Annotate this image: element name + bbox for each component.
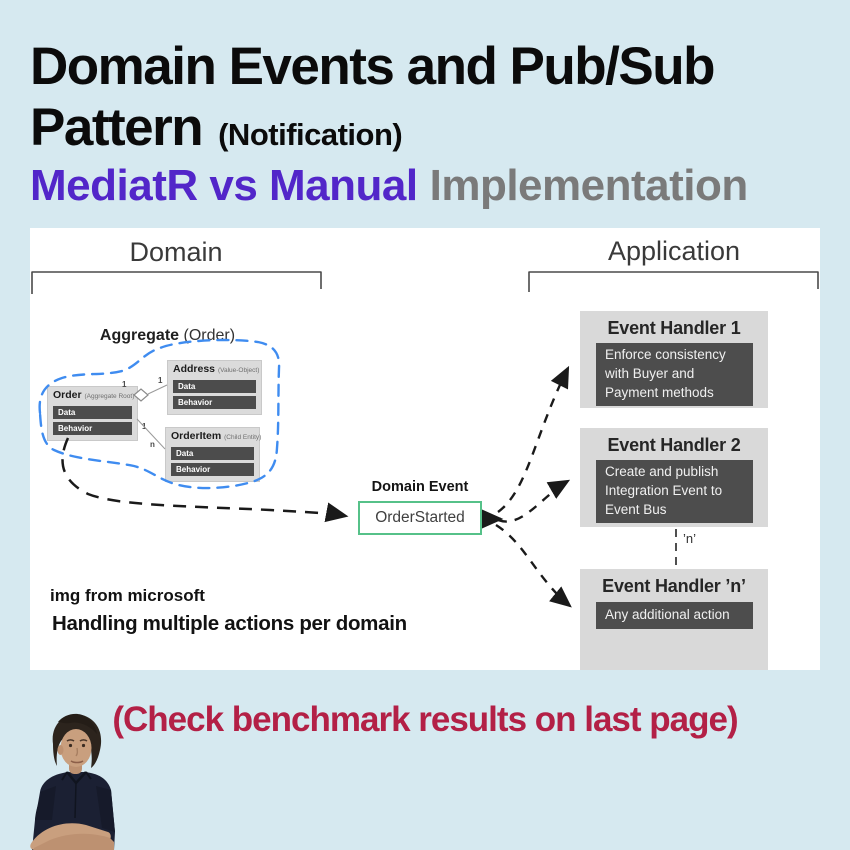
application-bracket	[528, 271, 819, 292]
application-section-label: Application	[607, 236, 741, 266]
benchmark-note: (Check benchmark results on last page)	[112, 700, 738, 739]
n-connector-label: ’n’	[683, 531, 697, 546]
subtitle-highlight: MediatR vs Manual	[30, 161, 418, 210]
domain-event-name: OrderStarted	[375, 509, 465, 526]
address-box-name: Address	[173, 363, 216, 375]
event-handler-n-title: Event Handler ’n’	[602, 576, 746, 596]
event-handler-1-body: Enforce consistency with Buyer and Payme…	[596, 343, 753, 406]
author-photo	[30, 713, 115, 850]
event-handler-1-box: Event Handler 1 Enforce consistency with…	[580, 311, 768, 408]
orderitem-box-stereotype: (Child Entity)	[224, 434, 262, 441]
orderitem-box-behavior-row: Behavior	[171, 463, 254, 476]
multiplicity-order-item-far: n	[150, 440, 155, 449]
domain-event-label: Domain Event	[371, 479, 469, 495]
page-title-line2: Pattern (Notification)	[30, 97, 403, 158]
multiplicity-order-address-near: 1	[122, 380, 127, 389]
address-box-stereotype: (Value-Object)	[217, 367, 260, 374]
orderitem-box-name: OrderItem	[171, 430, 222, 442]
event-to-handler1-arrow	[497, 365, 570, 513]
diagram-panel: Domain Application Aggregate (Order) Ord…	[30, 228, 820, 670]
order-box-data-row: Data	[53, 406, 132, 419]
orderitem-childentity-box: OrderItem (Child Entity) Data Behavior	[165, 427, 261, 482]
order-box-title: Order (Aggregate Root)	[53, 389, 135, 403]
order-box-stereotype: (Aggregate Root)	[84, 393, 135, 400]
event-handler-2-body: Create and publish Integration Event to …	[596, 460, 753, 523]
image-credit: img from microsoft	[50, 586, 205, 605]
multiplicity-order-item-near: 1	[142, 422, 147, 431]
orderitem-box-data-row: Data	[171, 447, 254, 460]
page-title-line2-text: Pattern	[30, 98, 204, 157]
domain-bracket	[31, 271, 322, 294]
domain-section-label: Domain	[129, 237, 223, 267]
subtitle-rest: Implementation	[429, 161, 749, 210]
address-valueobject-box: Address (Value-Object) Data Behavior	[167, 360, 262, 415]
order-box-name: Order	[53, 389, 82, 401]
address-box-data-row: Data	[173, 380, 256, 393]
event-to-handler2-arrow	[497, 479, 571, 523]
domain-event-box: OrderStarted	[358, 501, 482, 535]
aggregate-heading-bold: Aggregate	[99, 327, 180, 344]
event-handler-n-body: Any additional action	[596, 602, 753, 629]
order-address-association	[147, 384, 168, 395]
diagram-caption: Handling multiple actions per domain	[52, 612, 407, 635]
multiplicity-order-address-far: 1	[158, 376, 163, 385]
aggregate-heading: Aggregate (Order)	[70, 327, 265, 345]
event-to-handlerN-arrow	[495, 523, 572, 608]
address-box-behavior-row: Behavior	[173, 396, 256, 409]
page-title-line1: Domain Events and Pub/Sub	[30, 37, 715, 96]
aggregate-heading-normal: (Order)	[183, 327, 236, 344]
event-handler-n-box: Event Handler ’n’ Any additional action	[580, 569, 768, 670]
order-box-behavior-row: Behavior	[53, 422, 132, 435]
event-handler-1-title: Event Handler 1	[607, 318, 741, 338]
orderitem-box-title: OrderItem (Child Entity)	[171, 430, 261, 444]
event-handler-2-box: Event Handler 2 Create and publish Integ…	[580, 428, 768, 527]
event-handler-2-title: Event Handler 2	[607, 435, 741, 455]
order-aggregate-box: Order (Aggregate Root) Data Behavior	[47, 386, 138, 441]
title-annotation: (Notification)	[218, 117, 403, 152]
address-box-title: Address (Value-Object)	[173, 363, 260, 377]
